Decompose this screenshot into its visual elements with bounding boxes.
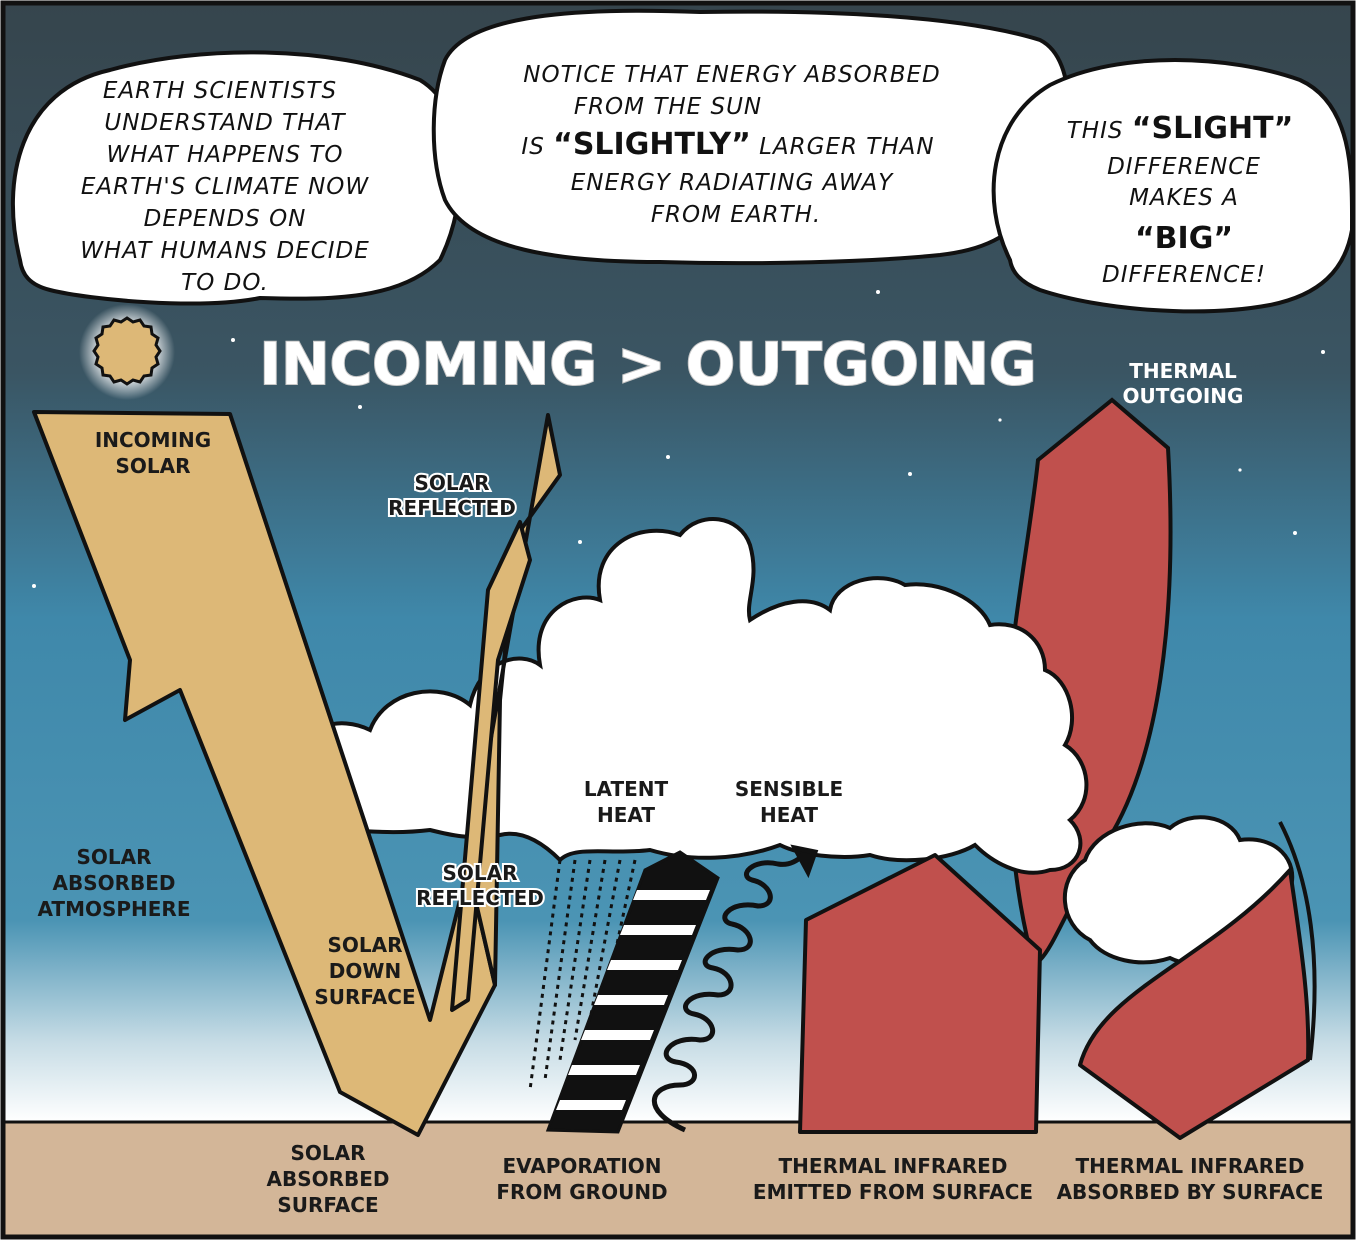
bubble-left-line: EARTH SCIENTISTS	[103, 78, 337, 104]
label-solar-absorbed-atmosphere: ABSORBED	[52, 871, 175, 895]
thermal-infrared-absorbed-arrow	[1078, 868, 1311, 1140]
stars	[32, 290, 1325, 588]
thermal-absorbed-rim	[1278, 821, 1317, 1061]
bubble-right-text: THIS “SLIGHT” DIFFERENCE MAKES A “BIG” D…	[1067, 111, 1294, 288]
bubble-middle-line: FROM THE SUN	[574, 94, 762, 120]
label-solar-absorbed-surface: SOLAR	[290, 1141, 365, 1165]
label-thermal-absorbed: ABSORBED BY SURFACE	[1057, 1180, 1324, 1204]
label-latent-heat: HEAT	[597, 803, 655, 827]
bubble-middle-suffix: LARGER THAN	[751, 134, 935, 160]
label-incoming-solar: INCOMING	[95, 428, 211, 452]
bubble-middle-prefix: IS	[521, 134, 553, 160]
bubble-left-text: EARTH SCIENTISTS UNDERSTAND THAT WHAT HA…	[80, 78, 370, 296]
label-solar-absorbed-atmosphere: ATMOSPHERE	[38, 897, 191, 921]
solar-reflected-inner-arrow	[450, 520, 532, 1012]
bubble-left-line: WHAT HAPPENS TO	[106, 142, 343, 168]
label-incoming-solar: SOLAR	[115, 454, 190, 478]
label-sensible-heat: SENSIBLE	[735, 777, 843, 801]
headline-incoming-greater-outgoing: INCOMING > OUTGOING	[259, 330, 1036, 398]
bubble-left-line: UNDERSTAND THAT	[104, 110, 346, 136]
bubble-middle-line: ENERGY RADIATING AWAY	[571, 170, 895, 196]
label-solar-absorbed-surface: ABSORBED	[266, 1167, 389, 1191]
label-latent-heat: LATENT	[584, 777, 669, 801]
bubble-middle-emphasis: “SLIGHTLY”	[553, 127, 751, 162]
bubble-middle-line: NOTICE THAT ENERGY ABSORBED	[523, 62, 940, 88]
bubble-middle-text: NOTICE THAT ENERGY ABSORBED FROM THE SUN…	[521, 62, 940, 228]
label-thermal-emitted: EMITTED FROM SURFACE	[753, 1180, 1033, 1204]
label-thermal-emitted: THERMAL INFRARED	[779, 1154, 1008, 1178]
label-solar-down-surface: SOLAR	[327, 933, 402, 957]
bubble-right-line: DIFFERENCE	[1107, 154, 1261, 180]
bubble-middle-line: FROM EARTH.	[651, 202, 821, 228]
bubble-left-line: DEPENDS ON	[144, 206, 307, 232]
ground	[2, 1120, 1354, 1238]
latent-heat-arrow	[545, 850, 720, 1134]
label-solar-down-surface: SURFACE	[314, 985, 415, 1009]
bubble-right-line: MAKES A	[1129, 185, 1239, 211]
speech-bubbles	[10, 8, 1355, 314]
label-solar-reflected-low: REFLECTED	[416, 886, 544, 910]
sun-icon	[79, 304, 175, 400]
label-solar-down-surface: DOWN	[329, 959, 401, 983]
label-thermal-absorbed: THERMAL INFRARED	[1076, 1154, 1305, 1178]
label-thermal-outgoing: THERMAL	[1129, 359, 1237, 383]
bubble-right-big: “BIG”	[1135, 221, 1233, 256]
thermal-infrared-emitted-arrow	[798, 853, 1042, 1134]
bubble-right-line: THIS “SLIGHT”	[1067, 111, 1294, 146]
bubble-left-line: TO DO.	[181, 270, 269, 296]
label-solar-reflected-low: SOLAR	[442, 861, 517, 885]
label-solar-reflected-top: SOLAR	[414, 471, 489, 495]
sensible-heat-spiral	[651, 844, 819, 1133]
labels: INCOMING SOLAR SOLAR REFLECTED THERMAL O…	[38, 359, 1324, 1217]
label-solar-reflected-top: REFLECTED	[388, 496, 516, 520]
bubble-left-line: EARTH'S CLIMATE NOW	[81, 174, 370, 200]
bubble-middle-line: IS “SLIGHTLY” LARGER THAN	[521, 127, 934, 162]
label-solar-absorbed-surface: SURFACE	[277, 1193, 378, 1217]
label-evaporation: FROM GROUND	[496, 1180, 667, 1204]
incoming-solar-arrow	[32, 410, 497, 1137]
label-evaporation: EVAPORATION	[502, 1154, 661, 1178]
label-solar-absorbed-atmosphere: SOLAR	[76, 845, 151, 869]
bubble-left-line: WHAT HUMANS DECIDE	[80, 238, 370, 264]
label-thermal-outgoing: OUTGOING	[1123, 384, 1244, 408]
bubble-right-prefix: THIS	[1067, 118, 1132, 144]
label-sensible-heat: HEAT	[760, 803, 818, 827]
bubble-right-line: DIFFERENCE!	[1102, 262, 1266, 288]
bubble-right-emphasis: “SLIGHT”	[1132, 111, 1294, 146]
